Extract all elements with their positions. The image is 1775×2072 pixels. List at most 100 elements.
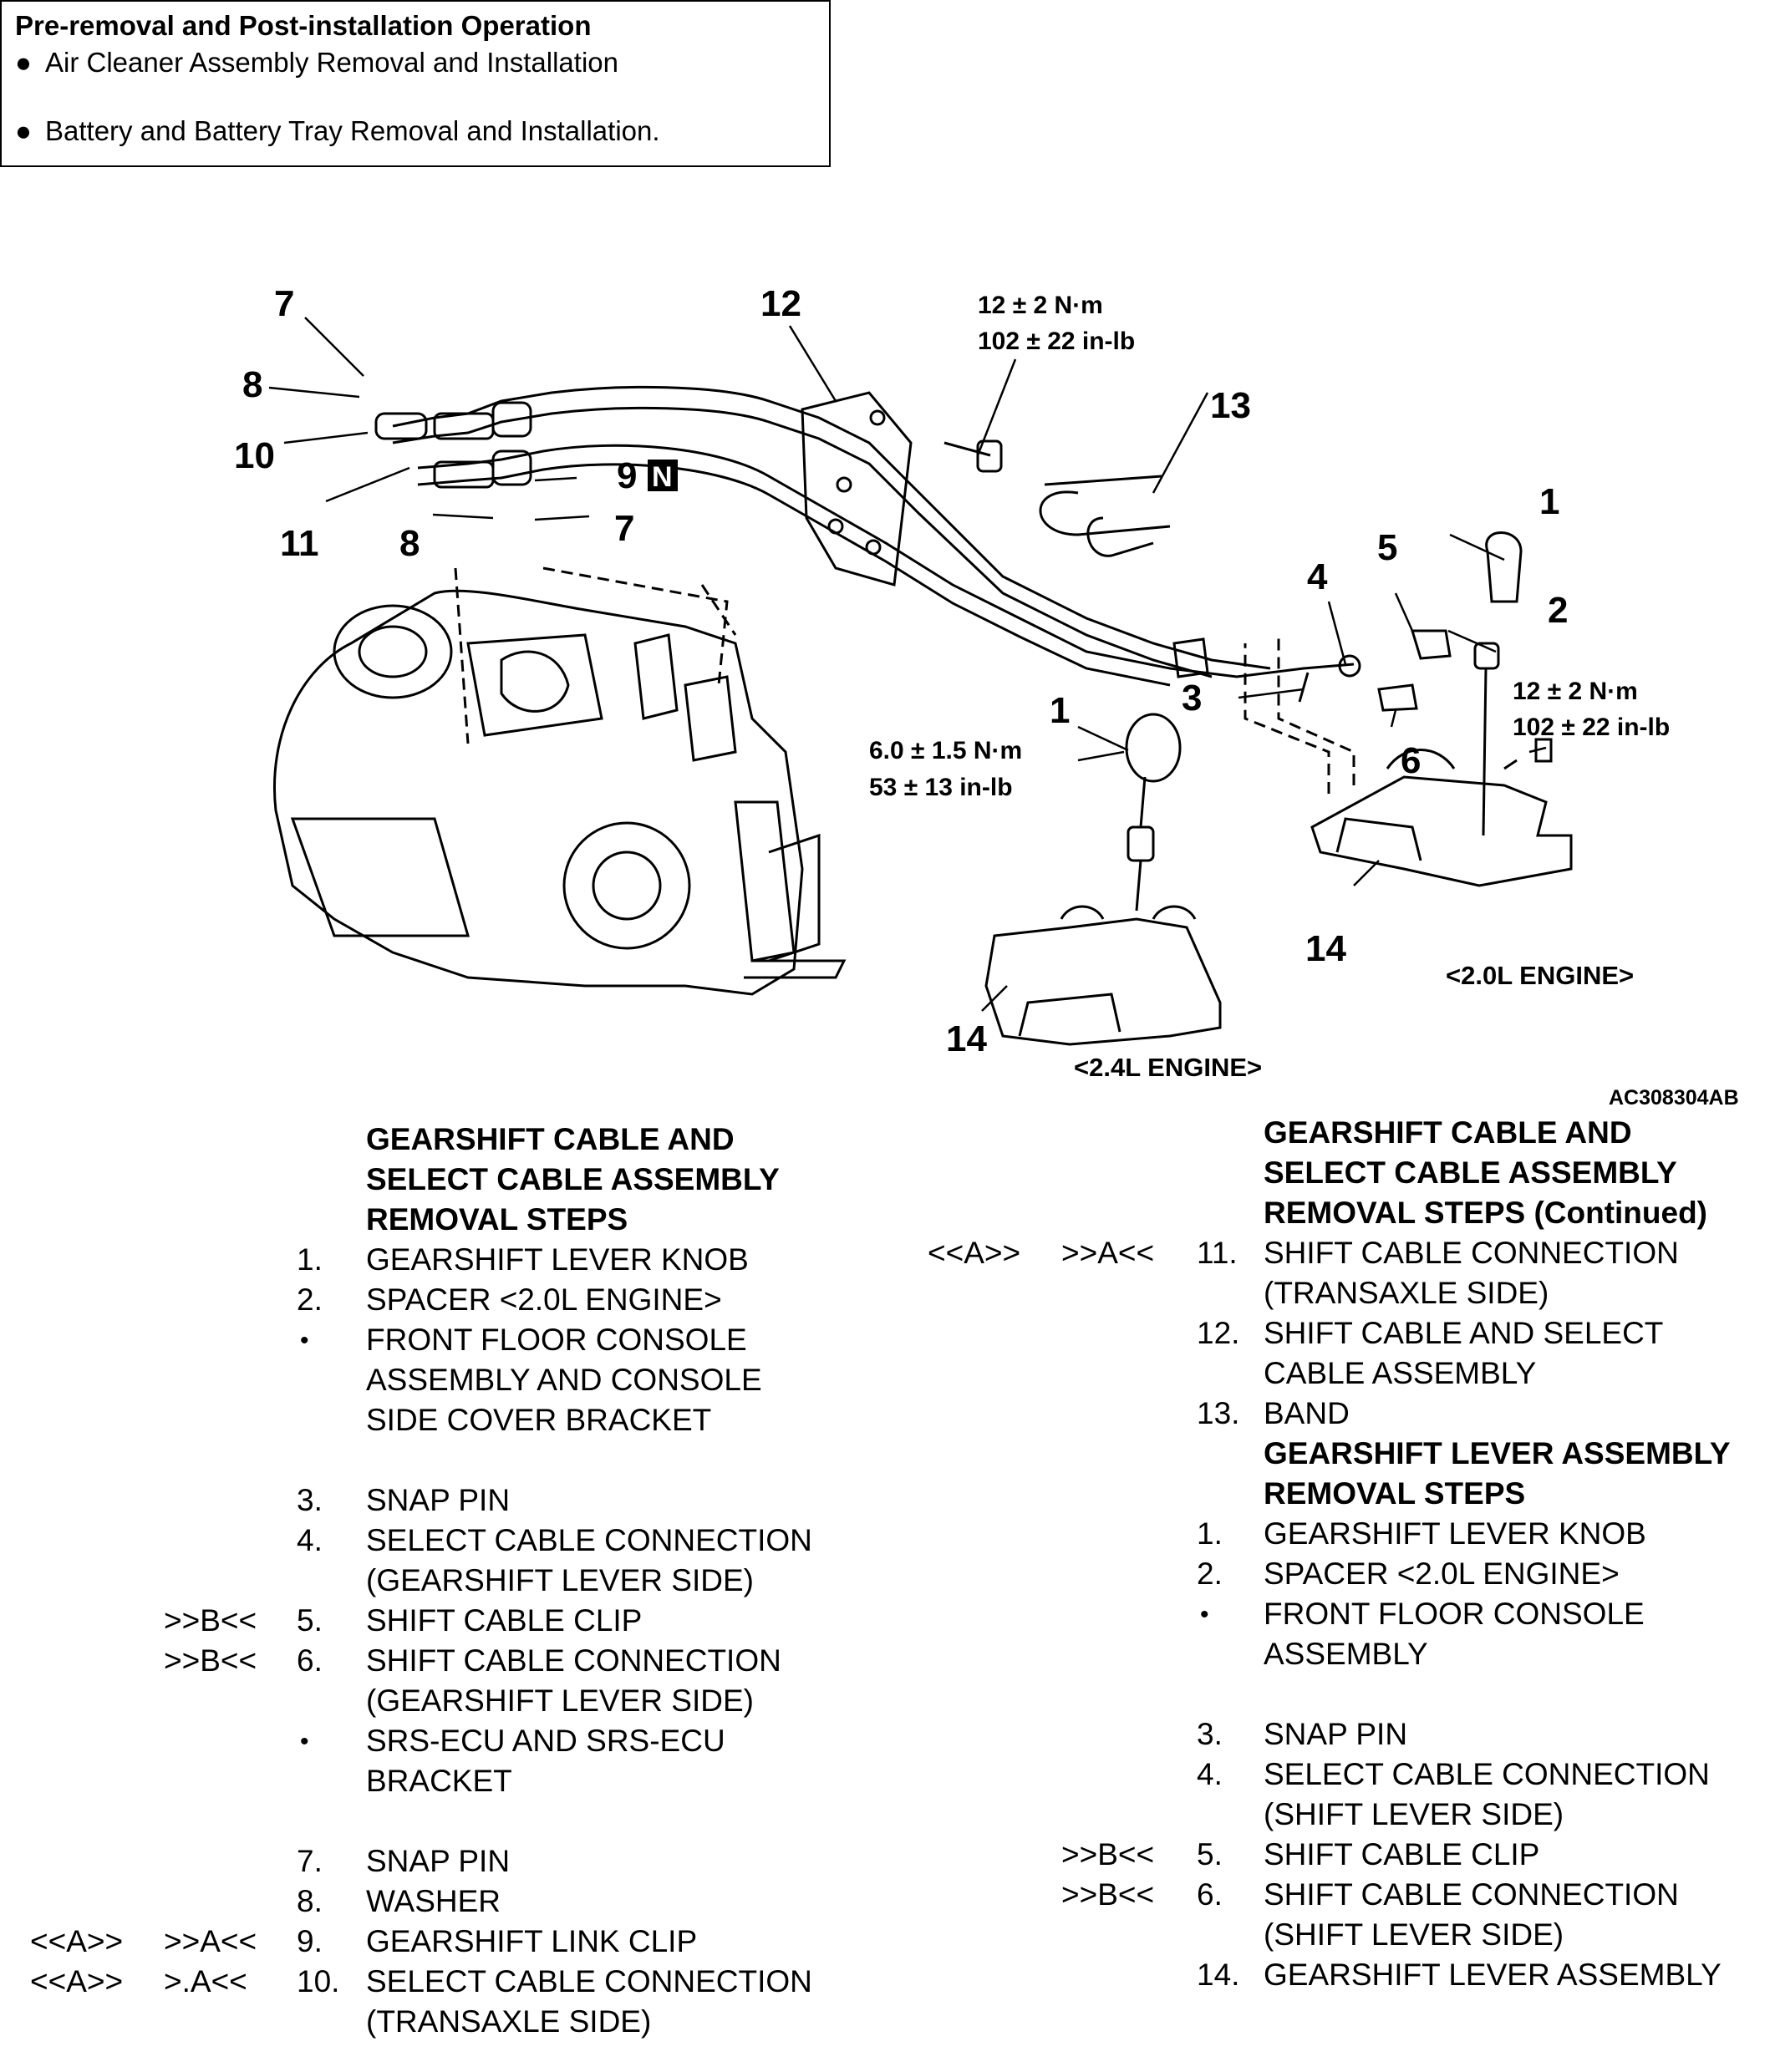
reference-mark: >>B<< [164,1643,257,1678]
callout-13: 13 [1210,385,1251,426]
exploded-view-diagram: 7 8 10 11 8 7 9 N 12 12 ± 2 N·m 102 ± 22… [234,283,1739,1110]
step-text: WASHER [366,1884,501,1918]
bullet-icon: ● [15,47,32,78]
figure-id: AC308304AB [1609,1086,1739,1110]
reference-mark: >>B<< [1061,1877,1155,1912]
step-text: SNAP PIN [366,1483,511,1517]
step-number: 2. [1197,1557,1223,1591]
step-text: SHIFT CABLE CLIP [1264,1837,1540,1871]
callout-1: 1 [1050,690,1070,731]
pre-removal-title: Pre-removal and Post-installation Operat… [15,10,592,41]
step-text: SPACER <2.0L ENGINE> [366,1282,722,1317]
step-number: 12. [1197,1316,1240,1350]
reference-mark: >.A<< [164,1964,247,1998]
lever-assembly-2-4l-illustration [984,713,1222,1046]
torque-top-nm: 12 ± 2 N·m [978,292,1103,319]
callout-10: 10 [234,435,275,476]
reference-mark: >>B<< [1061,1837,1155,1871]
callout-14: 14 [946,1018,987,1059]
callout-9: 9 [617,455,637,496]
step-text: BAND [1264,1396,1350,1430]
left-heading-line: GEARSHIFT CABLE AND [366,1122,735,1156]
step-number: 5. [297,1603,323,1638]
reference-mark: <<A>> [928,1236,1021,1270]
right-heading2-line: REMOVAL STEPS [1264,1476,1526,1511]
step-number: 3. [297,1483,323,1517]
bullet-icon: ● [15,115,32,146]
step-text: ASSEMBLY [1264,1637,1428,1671]
callout-1: 1 [1539,481,1559,522]
step-number: 1. [297,1242,323,1277]
left-heading-line: REMOVAL STEPS [366,1202,628,1237]
step-text: (TRANSAXLE SIDE) [366,2004,652,2039]
callout-14: 14 [1305,928,1346,969]
step-number: 3. [1197,1717,1223,1751]
callout-7: 7 [614,508,634,549]
callout-12: 12 [760,283,801,324]
transaxle-illustration [273,566,847,996]
step-text: SELECT CABLE CONNECTION [1264,1757,1710,1791]
reference-mark: <<A>> [30,1964,124,1998]
leader-lines [268,317,1547,1012]
step-text: SHIFT CABLE AND SELECT [1264,1316,1664,1350]
reference-mark: <<A>> [30,1924,124,1958]
reference-mark: >>A<< [164,1924,257,1958]
step-text: SELECT CABLE CONNECTION [366,1964,812,1998]
callout-8: 8 [399,523,420,564]
pre-removal-box: Pre-removal and Post-installation Operat… [0,0,831,167]
right-heading2-line: GEARSHIFT LEVER ASSEMBLY [1264,1436,1731,1470]
step-text: GEARSHIFT LINK CLIP [366,1924,698,1958]
engine-label-2-4l: <2.4L ENGINE> [1074,1053,1262,1082]
step-text: FRONT FLOOR CONSOLE [1264,1597,1645,1631]
step-text: (GEARSHIFT LEVER SIDE) [366,1684,754,1718]
reference-mark: >>A<< [1061,1236,1155,1270]
step-number: 4. [1197,1757,1223,1791]
cable-assembly-illustration [374,385,1452,712]
step-text: (GEARSHIFT LEVER SIDE) [366,1563,754,1597]
left-heading-line: SELECT CABLE ASSEMBLY [366,1162,780,1196]
torque-left-nm: 6.0 ± 1.5 N·m [869,737,1022,764]
step-number: 8. [297,1884,323,1918]
torque-left-inlb: 53 ± 13 in-lb [869,774,1013,801]
step-text: (TRANSAXLE SIDE) [1264,1276,1549,1310]
step-text: SHIFT CABLE CONNECTION [1264,1877,1679,1912]
step-number: 4. [297,1523,323,1557]
step-number: 13. [1197,1396,1240,1430]
step-text: SIDE COVER BRACKET [366,1403,712,1437]
engine-label-2-0l: <2.0L ENGINE> [1446,961,1634,990]
step-text: GEARSHIFT LEVER KNOB [366,1242,749,1277]
callout-7: 7 [274,283,294,324]
callout-6: 6 [1401,740,1421,781]
step-number: 5. [1197,1837,1223,1871]
step-number: 7. [297,1844,323,1878]
step-text: SELECT CABLE CONNECTION [366,1523,812,1557]
step-text: SRS-ECU AND SRS-ECU [366,1724,725,1758]
callout-3: 3 [1182,678,1202,719]
step-number: 11. [1197,1236,1238,1270]
step-text: SHIFT CABLE CONNECTION [1264,1236,1679,1270]
lever-assembly-2-0l-illustration [1244,531,1573,887]
step-number: 2. [297,1282,323,1317]
pre-removal-item: ●Battery and Battery Tray Removal and In… [15,115,660,146]
step-number: 6. [297,1643,323,1678]
right-heading-line: GEARSHIFT CABLE AND [1264,1115,1632,1150]
step-text: GEARSHIFT LEVER KNOB [1264,1516,1646,1551]
pre-removal-item: ●Air Cleaner Assembly Removal and Instal… [15,47,618,78]
step-number: 6. [1197,1877,1223,1912]
bullet-icon: • [1200,1601,1209,1628]
step-text: ASSEMBLY AND CONSOLE [366,1363,762,1397]
step-number: 9. [297,1924,323,1958]
right-heading-line: REMOVAL STEPS (Continued) [1264,1196,1708,1230]
step-text: SPACER <2.0L ENGINE> [1264,1557,1620,1591]
step-text: GEARSHIFT LEVER ASSEMBLY [1264,1958,1722,1992]
callout-8: 8 [242,364,262,405]
callout-2: 2 [1548,590,1568,631]
step-text: CABLE ASSEMBLY [1264,1356,1537,1390]
step-number: 1. [1197,1516,1223,1551]
step-text: SHIFT CABLE CONNECTION [366,1643,781,1678]
step-text: SNAP PIN [366,1844,511,1878]
callout-5: 5 [1377,527,1397,568]
callout-4: 4 [1307,556,1328,597]
step-number: 14. [1197,1958,1240,1992]
step-text: BRACKET [366,1764,512,1798]
